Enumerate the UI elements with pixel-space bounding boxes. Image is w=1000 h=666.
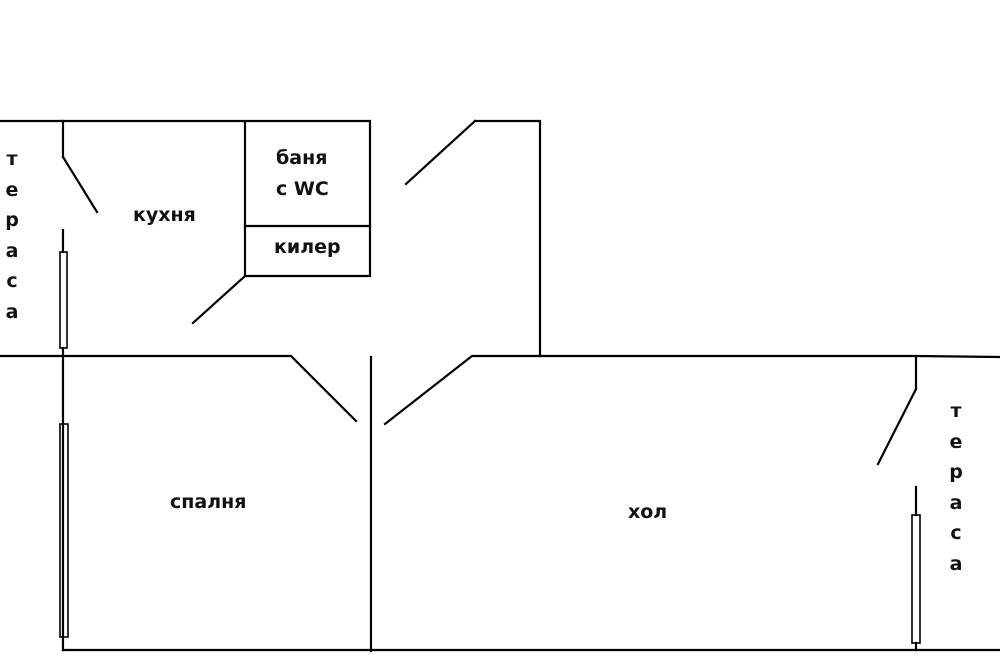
room-label-terrace-right: тераса [949, 400, 963, 575]
wall-corridor-right [473, 119, 542, 358]
wall-middle-left [0, 354, 358, 423]
room-label-kitchen: кухня [133, 204, 196, 226]
wall-top-left [0, 119, 372, 278]
room-label-bathroom-line2: с WC [276, 178, 329, 200]
window-bedroom [59, 423, 69, 638]
door-entrance [404, 119, 477, 186]
room-label-bathroom-line1: баня [276, 147, 328, 169]
door-living-terrace [876, 387, 918, 466]
room-label-storage: килер [274, 236, 341, 258]
room-label-terrace-left: тераса [5, 148, 19, 323]
wall-middle-right [383, 354, 1000, 426]
door-storage [191, 274, 247, 325]
window-kitchen [59, 251, 68, 349]
door-kitchen-terrace [61, 155, 99, 214]
window-living [911, 514, 921, 644]
room-label-living-room: хол [628, 501, 668, 523]
room-label-bedroom: спалня [170, 491, 247, 513]
